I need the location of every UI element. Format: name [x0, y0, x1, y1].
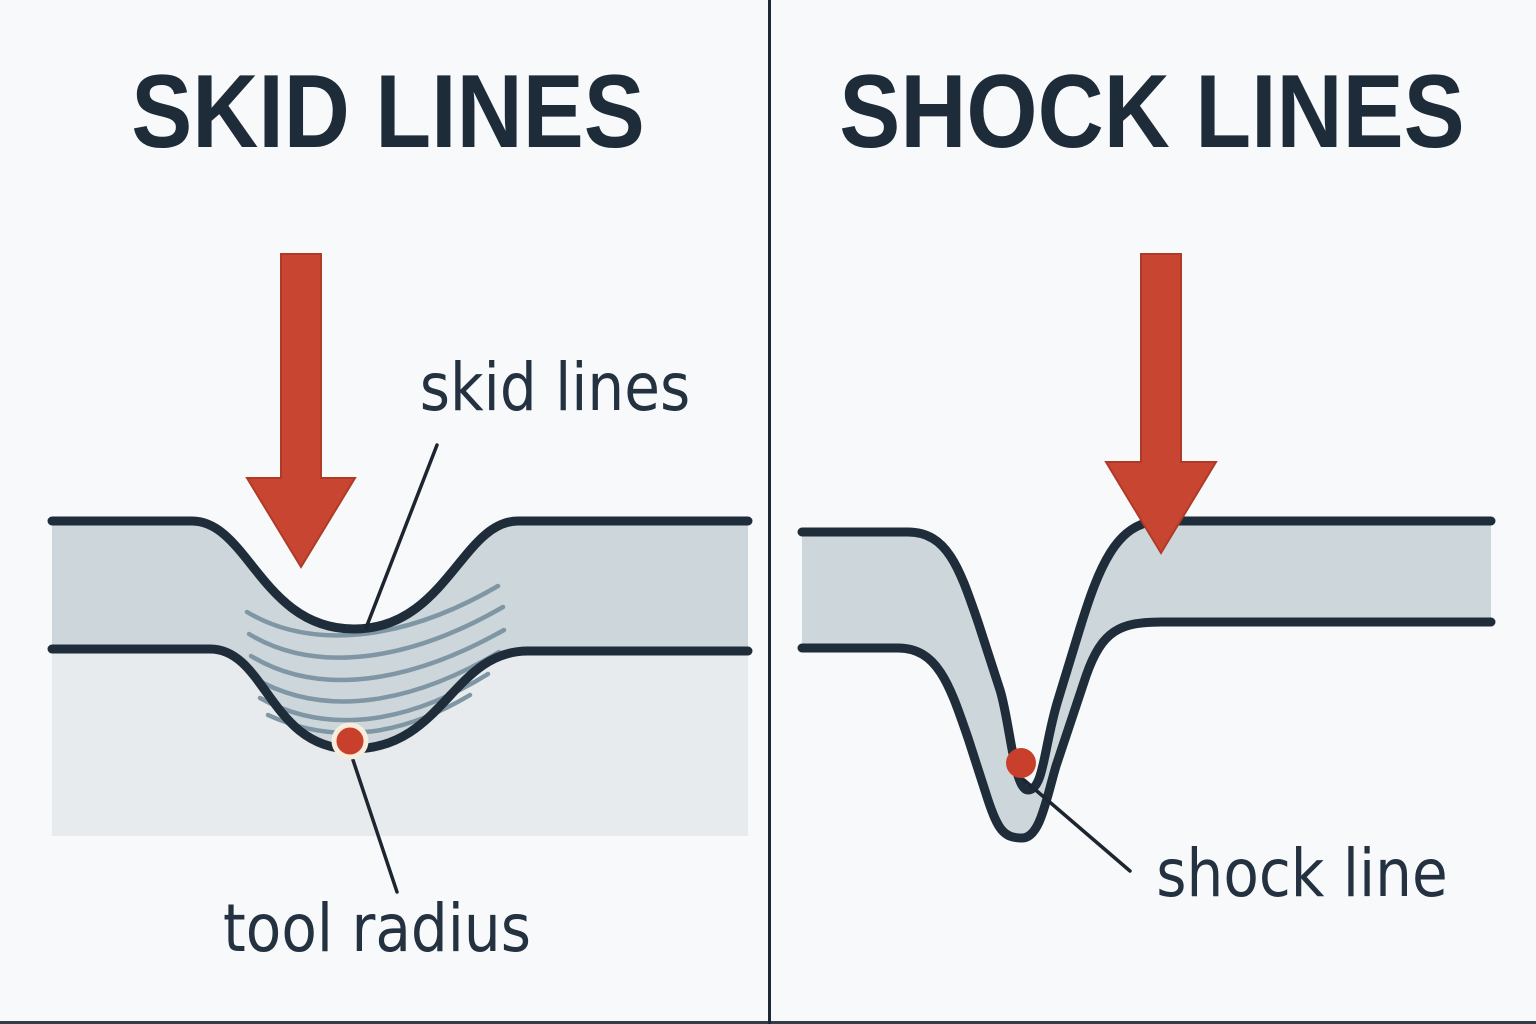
skid-lines-label: skid lines	[419, 349, 691, 426]
skid-stria-4	[251, 649, 502, 704]
bottom-border	[0, 1021, 1536, 1024]
tool-radius-dot	[331, 722, 369, 760]
right-sheet-fill	[802, 521, 1491, 838]
skid-stria-2	[246, 604, 506, 660]
skid-lines-striations	[244, 583, 507, 736]
left-lower-die	[52, 652, 748, 836]
skid-stria-1	[244, 583, 501, 638]
left-sheet-top-surface	[47, 516, 753, 634]
down-arrow-icon	[245, 253, 357, 569]
panel-divider	[768, 0, 771, 1024]
shock-line-label: shock line	[1156, 835, 1448, 912]
tool-radius-leader-line	[351, 758, 399, 894]
right-sheet-top-surface	[797, 516, 1496, 795]
right-cross-section	[797, 253, 1496, 873]
left-cross-section	[47, 253, 753, 894]
shock-line-dot	[1006, 748, 1036, 778]
tool-radius-label: tool radius	[223, 890, 531, 967]
right-panel-title: SHOCK LINES	[839, 54, 1465, 170]
left-panel-title: SKID LINES	[131, 54, 645, 170]
left-sheet-fill	[52, 521, 748, 749]
right-sheet-bottom-surface	[797, 617, 1496, 843]
shock-line-leader-line	[1022, 778, 1132, 873]
down-arrow-icon	[1104, 253, 1218, 555]
skid-lines-leader-line	[364, 443, 439, 630]
skid-stria-3	[248, 627, 507, 683]
